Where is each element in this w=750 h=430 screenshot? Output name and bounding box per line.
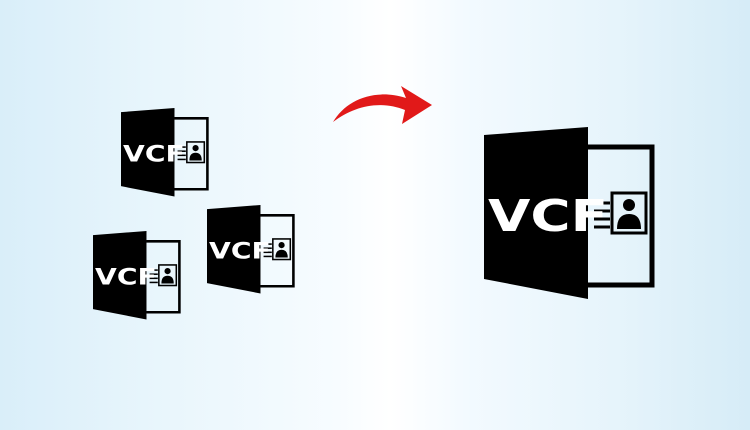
vcf-label: VCF — [95, 264, 157, 290]
vcf-label: VCF — [123, 141, 185, 167]
vcf-file-icon: VCF — [121, 108, 209, 197]
contact-card-icon — [158, 264, 178, 287]
vcf-label: VCF — [488, 191, 608, 242]
vcf-label: VCF — [209, 238, 271, 264]
contact-card-icon — [610, 191, 648, 235]
curved-arrow-icon — [333, 86, 432, 124]
contact-card-icon — [186, 141, 206, 164]
contact-card-icon — [272, 238, 292, 261]
vcf-file-icon: VCF — [484, 127, 655, 299]
vcf-file-icon: VCF — [93, 231, 181, 320]
vcf-file-icon: VCF — [207, 205, 295, 294]
